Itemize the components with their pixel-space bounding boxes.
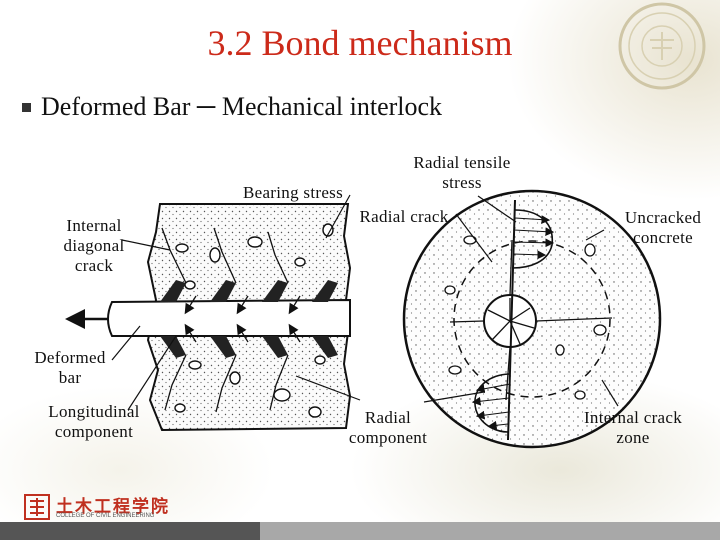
- bullet-square-icon: [22, 102, 31, 112]
- bullet-text: Deformed Bar ─ Mechanical interlock: [41, 92, 443, 121]
- footer-bar: [0, 522, 720, 540]
- college-emblem-icon: [24, 494, 50, 520]
- label-longitudinal-component: Longitudinal component: [48, 402, 140, 441]
- label-uncracked-concrete: Uncracked concrete: [624, 208, 702, 247]
- leader-lines: [111, 194, 619, 411]
- bullet-item: Deformed Bar ─ Mechanical interlock: [22, 92, 442, 122]
- college-english-name: COLLEGE OF CIVIL ENGINEERING: [56, 513, 155, 519]
- label-radial-component: Radial component: [348, 408, 428, 447]
- college-chinese-name: 土木工程学院: [56, 497, 170, 517]
- university-seal-watermark: [618, 2, 706, 90]
- label-bearing-stress: Bearing stress: [242, 183, 344, 202]
- label-internal-diagonal-crack: Internal diagonal crack: [63, 216, 125, 275]
- cross-section-circle: [402, 189, 662, 449]
- concrete-block-section: [65, 203, 352, 432]
- slide-title: 3.2 Bond mechanism: [207, 23, 513, 63]
- college-logo: 土木工程学院 COLLEGE OF CIVIL ENGINEERING: [24, 494, 168, 522]
- label-internal-crack-zone: Internal crack zone: [583, 408, 683, 447]
- label-deformed-bar: Deformed bar: [34, 348, 106, 387]
- label-radial-tensile-stress: Radial tensile stress: [413, 153, 511, 192]
- label-radial-crack: Radial crack: [359, 207, 449, 226]
